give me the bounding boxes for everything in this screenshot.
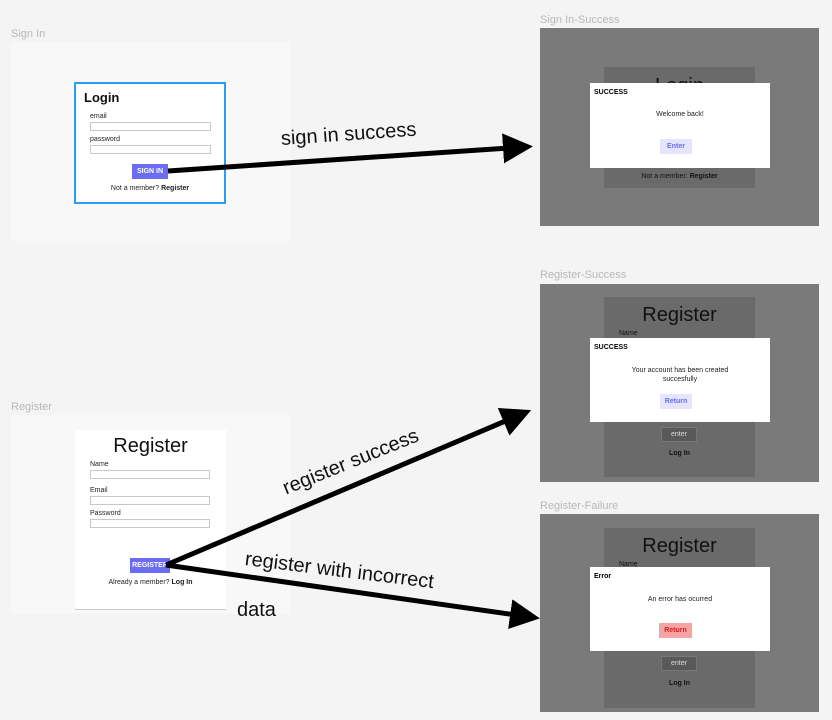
background-log-in-link: Log In — [669, 450, 690, 457]
register-prompt-text: Not a member? — [110, 185, 160, 192]
login-prompt: Already a member? Log In — [75, 579, 226, 586]
login-title: Login — [84, 90, 120, 105]
email-field[interactable] — [90, 122, 211, 131]
register-frame: Register Name Email Password REGISTER Al… — [11, 415, 291, 614]
arrow-sign-in-success — [167, 133, 533, 174]
background-name-label: Name — [619, 561, 638, 568]
frame-label-register-failure: Register-Failure — [540, 500, 619, 512]
register-button[interactable]: REGISTER — [130, 558, 170, 573]
register-card: Register Name Email Password REGISTER Al… — [75, 430, 226, 610]
modal-message-line2: succesfully — [662, 376, 698, 383]
background-log-in-link: Log In — [669, 680, 690, 687]
background-register-link: Register — [689, 173, 718, 180]
sign-in-success-frame: Login Not a member: Register SUCCESS Wel… — [540, 28, 819, 226]
password-field[interactable] — [90, 145, 211, 154]
frame-label-sign-in: Sign In — [11, 28, 46, 40]
sign-in-frame: Login email password SIGN IN Not a membe… — [11, 42, 291, 241]
enter-button[interactable]: Enter — [660, 139, 692, 154]
register-success-frame: Register Name enter Log In SUCCESS Your … — [540, 284, 819, 482]
background-enter-button: enter — [661, 427, 697, 442]
register-prompt: Not a member? Register — [76, 185, 224, 192]
modal-message: An error has ocurred — [647, 596, 713, 603]
password-label: password — [90, 136, 120, 143]
email-label: email — [90, 113, 107, 120]
frame-label-sign-in-success: Sign In-Success — [540, 14, 620, 26]
register-failure-frame: Register Name enter Log In Error An erro… — [540, 514, 819, 712]
log-in-link[interactable]: Log In — [171, 579, 193, 586]
password-label: Password — [90, 510, 121, 517]
register-link[interactable]: Register — [161, 185, 190, 192]
frame-label-register-success: Register-Success — [540, 269, 627, 281]
email-label: Email — [90, 487, 108, 494]
name-label: Name — [90, 461, 109, 468]
modal-title: SUCCESS — [594, 344, 628, 351]
success-modal: SUCCESS Welcome back! Enter — [590, 83, 770, 168]
sign-in-button[interactable]: SIGN IN — [132, 164, 168, 179]
return-button[interactable]: Return — [660, 394, 692, 409]
label-register-incorrect-line2: data — [237, 599, 276, 621]
background-enter-button: enter — [661, 656, 697, 671]
login-prompt-text: Already a member? — [108, 579, 170, 586]
background-register-title: Register — [642, 304, 717, 326]
modal-message: Welcome back! — [656, 111, 704, 118]
name-field[interactable] — [90, 470, 210, 479]
background-register-title: Register — [642, 535, 717, 557]
register-title: Register — [113, 435, 188, 457]
background-register-prompt: Not a member: Register — [604, 173, 755, 180]
error-modal: Error An error has ocurred Return — [590, 567, 770, 651]
email-field[interactable] — [90, 496, 210, 505]
modal-title: Error — [594, 573, 612, 580]
background-name-label: Name — [619, 330, 638, 337]
arrow-register-failure — [165, 562, 540, 630]
modal-title: SUCCESS — [594, 89, 628, 96]
arrow-register-success — [165, 408, 532, 568]
password-field[interactable] — [90, 519, 210, 528]
return-button[interactable]: Return — [659, 623, 692, 638]
login-card: Login email password SIGN IN Not a membe… — [74, 82, 226, 204]
background-register-text: Not a member: — [641, 173, 688, 180]
frame-label-register: Register — [11, 401, 52, 413]
modal-message-line1: Your account has been created — [631, 367, 729, 374]
success-modal: SUCCESS Your account has been created su… — [590, 338, 770, 422]
